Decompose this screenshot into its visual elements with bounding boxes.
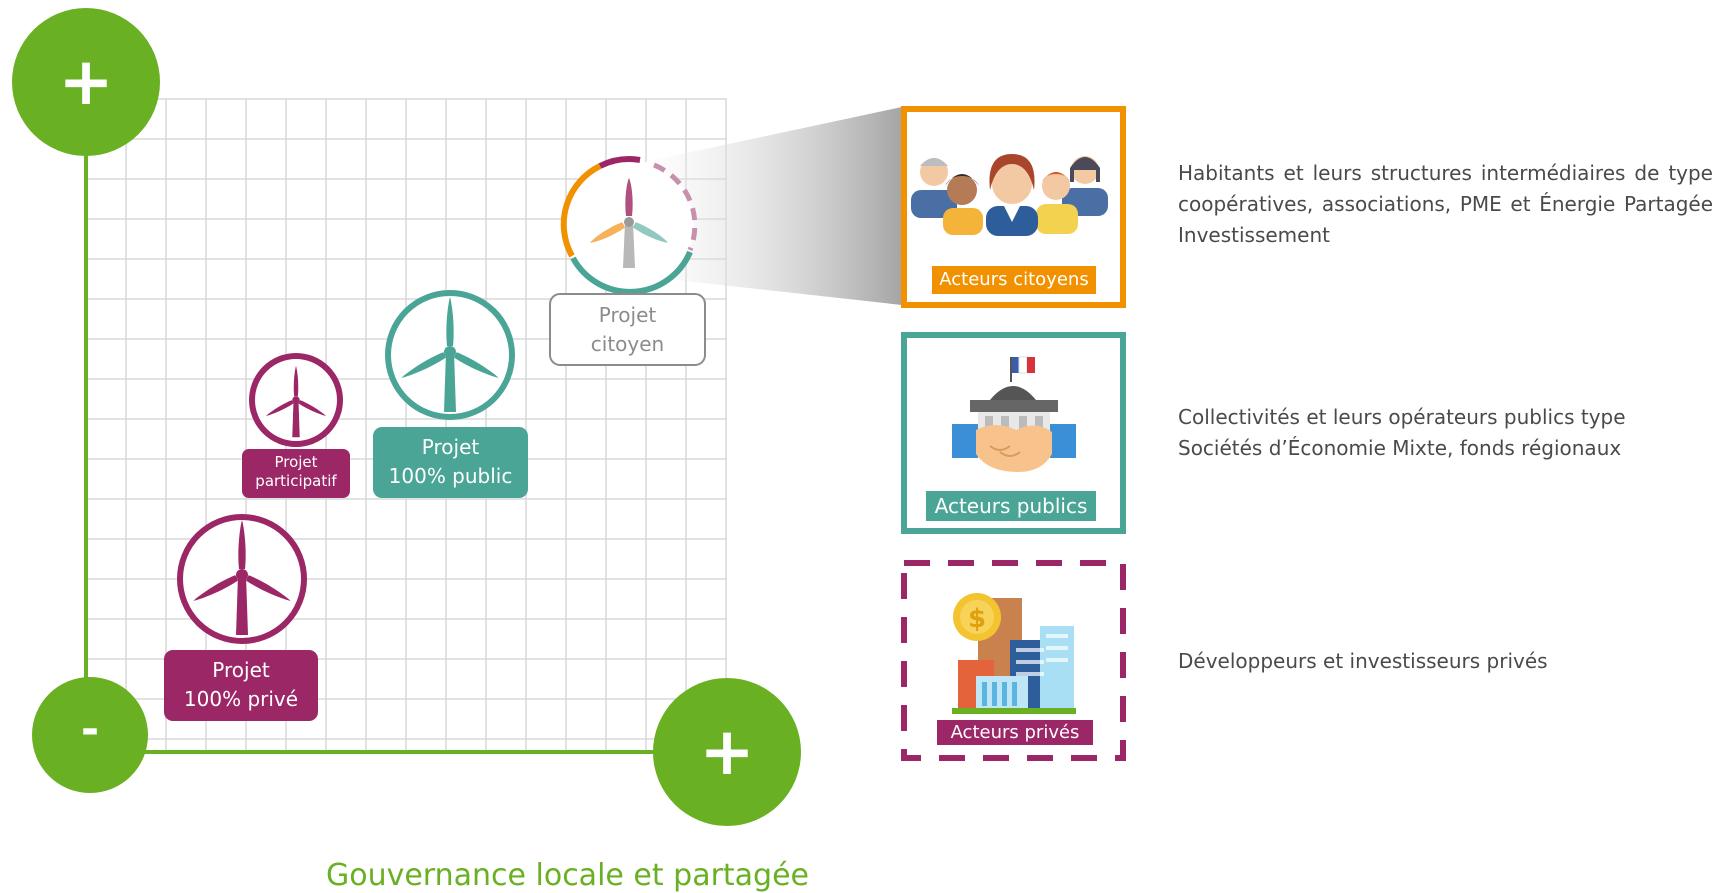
buildings-money-icon: $ <box>952 593 1076 714</box>
origin-minus-circle <box>32 677 148 793</box>
x-axis-title: Gouvernance locale et partagée <box>325 858 810 893</box>
actors-publics-label-bar <box>926 491 1096 521</box>
citoyen-arc-dashed <box>653 162 698 251</box>
x-axis-plus-sign: + <box>699 713 755 790</box>
citoyen-arc-teal <box>570 250 693 295</box>
citoyen-arc-magenta <box>598 156 641 169</box>
actors-citoyens-label: Acteurs citoyens <box>939 269 1089 290</box>
project-public-label: Projet 100% public <box>373 433 528 491</box>
actors-prives-description: Développeurs et investisseurs privés <box>1178 649 1548 673</box>
project-participatif-badge <box>242 449 350 498</box>
handshake-city-hall-icon <box>952 356 1076 472</box>
y-axis-plus-circle <box>12 8 160 156</box>
project-citoyen-line1: Projet <box>598 303 657 327</box>
y-axis-plus-sign: + <box>58 43 114 120</box>
actors-publics-description: Collectivités et leurs opérateurs public… <box>1178 405 1626 460</box>
svg-text:$: $ <box>968 604 986 634</box>
people-group-icon <box>911 154 1108 236</box>
actors-prives-label-bar <box>937 720 1093 745</box>
project-citoyen-line2: citoyen <box>590 332 665 356</box>
project-participatif-line1: Projet <box>274 453 318 471</box>
actors-citoyens-label-bar <box>932 266 1096 294</box>
project-citoyen-badge <box>549 293 706 366</box>
project-prive-line2: 100% privé <box>183 687 299 711</box>
project-public-line1: Projet <box>421 435 480 459</box>
projection-cone <box>630 107 902 305</box>
citoyen-arc-orange <box>560 163 602 258</box>
wind-turbine-icon <box>590 178 668 268</box>
project-public-line2: 100% public <box>388 464 513 488</box>
project-prive-label: Projet 100% privé <box>164 656 318 714</box>
project-prive-line1: Projet <box>212 658 270 682</box>
project-public-badge <box>373 427 528 498</box>
project-participatif-line2: participatif <box>255 472 337 490</box>
project-prive-badge <box>164 650 318 721</box>
actors-prives-label: Acteurs privés <box>950 722 1080 743</box>
x-axis-plus-circle <box>653 678 801 826</box>
actors-publics-label: Acteurs publics <box>934 494 1088 518</box>
project-participatif-label: Projet participatif <box>242 453 350 491</box>
origin-minus-sign: - <box>80 704 100 755</box>
project-citoyen-label: Projet citoyen <box>550 301 705 359</box>
actors-citoyens-description: Habitants et leurs structures intermédia… <box>1178 161 1713 247</box>
